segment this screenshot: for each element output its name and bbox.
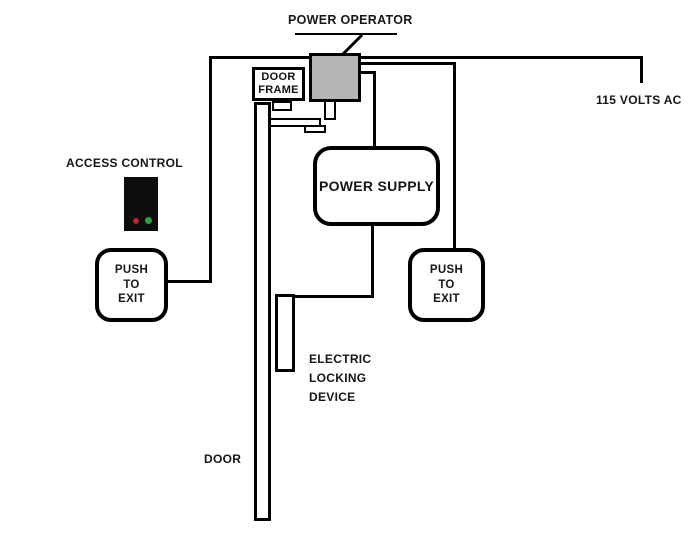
pte-left-line3: EXIT [118,293,145,306]
wire-operator-to-psu-h [359,71,376,74]
wire-left-riser [209,56,212,283]
wire-115vac-horizontal [209,56,643,59]
pte-right-line3: EXIT [433,293,460,306]
push-to-exit-right: PUSH TO EXIT [408,248,485,322]
wire-psu-to-lock-h [293,295,374,298]
operator-arm-tab [272,101,292,111]
door-frame-line2: FRAME [258,84,299,96]
pte-left-line2: TO [123,278,140,291]
eld-label-line2: LOCKING [309,371,367,385]
power-operator-label: POWER OPERATOR [288,13,413,27]
voltage-label: 115 VOLTS AC [596,93,682,107]
door-frame-box: DOOR FRAME [252,67,305,101]
door-label: DOOR [204,452,242,466]
wire-operator-to-right-pte-h [359,62,456,65]
wire-operator-to-right-pte-v [453,62,456,250]
power-operator-unit [309,53,361,102]
pte-right-line2: TO [438,278,455,291]
pte-right-line1: PUSH [429,264,464,277]
push-to-exit-left: PUSH TO EXIT [95,248,168,322]
wire-psu-to-lock-v [371,224,374,298]
wire-left-pte-stub [166,280,212,283]
access-control-red-led [133,218,139,224]
electric-locking-device-label: ELECTRIC LOCKING DEVICE [309,350,371,407]
electric-locking-device [275,294,295,372]
door-frame-line1: DOOR [261,70,296,83]
power-supply-label: POWER SUPPLY [318,178,435,194]
access-control-reader [124,177,158,231]
operator-arm-link [324,100,336,120]
eld-label-line3: DEVICE [309,390,356,404]
wire-115vac-drop [640,56,643,83]
power-supply-box: POWER SUPPLY [313,146,440,226]
wire-operator-to-psu-v [373,71,376,148]
eld-label-line1: ELECTRIC [309,352,372,366]
access-control-green-led [145,217,152,224]
access-control-label: ACCESS CONTROL [66,156,183,170]
door-panel [254,102,271,521]
operator-arm-foot [304,125,326,133]
pte-left-line1: PUSH [114,264,149,277]
title-underline [295,33,397,35]
